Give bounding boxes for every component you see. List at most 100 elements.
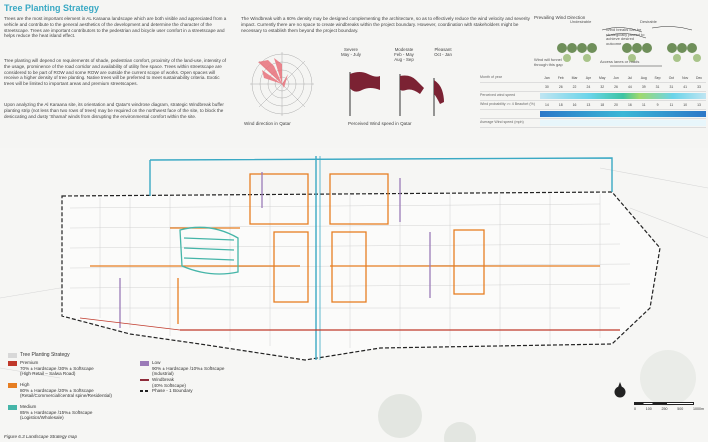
legend-item-windbreak: Windbreak(40% Softscape) (152, 377, 186, 388)
table-row: Average Wind speed (mph) (480, 119, 706, 128)
table-cell: 24 (586, 85, 591, 89)
table-cell (664, 120, 678, 126)
table-row: Perceived wind speed (480, 92, 706, 101)
table-row (480, 110, 706, 119)
page-title: Tree Planting Strategy (4, 3, 100, 13)
table-cell (554, 111, 568, 117)
perceived-wind-caption: Perceived Wind speed in Qatar (348, 121, 412, 126)
table-cell: 13 (586, 103, 591, 107)
table-cell (664, 93, 678, 99)
wind-rose-caption: Wind direction in Qatar (244, 121, 291, 126)
table-cell: May (599, 76, 606, 80)
table-cell (540, 120, 554, 126)
legend-title: Tree Planting Strategy (20, 352, 70, 358)
table-cell (609, 120, 623, 126)
flag-pleasant-icon (433, 78, 444, 116)
intro-paragraph: Trees are the most important element in … (4, 16, 227, 39)
table-cell: 14 (545, 103, 549, 107)
table-cell (623, 120, 637, 126)
legend-swatch-boundary (140, 390, 149, 392)
table-cell: Feb (557, 76, 564, 80)
table-cell: 32 (600, 85, 605, 89)
windbreak-note: Wind breaks can be strategically placed … (606, 27, 645, 46)
table-cell (623, 93, 637, 99)
table-cell (651, 120, 665, 126)
table-cell: 31 (669, 85, 674, 89)
table-cell: 20 (614, 103, 618, 107)
legend-swatch (8, 353, 17, 358)
legend-swatch-low (140, 361, 149, 366)
legend-swatch-medium (8, 405, 17, 410)
table-cell: Jul (627, 76, 633, 80)
table-cell (568, 111, 582, 117)
table-cell: 9 (656, 103, 659, 107)
table-cell: Sep (654, 76, 661, 80)
table-cell: 11 (641, 103, 646, 107)
table-cell: Nov (682, 76, 689, 80)
table-cell (637, 93, 651, 99)
wind-rose-diagram (250, 52, 314, 116)
table-cell: 18 (600, 103, 605, 107)
table-cell (692, 93, 706, 99)
table-cell: 22 (572, 85, 577, 89)
prevailing-wind-title: Prevailing Wind Direction (534, 15, 586, 20)
table-cell (692, 120, 706, 126)
wind-funnel-note: Wind will funnel through this gap (534, 57, 563, 67)
table-cell: 26 (614, 85, 618, 89)
table-cell (581, 111, 595, 117)
table-cell: Jun (613, 76, 619, 80)
legend-swatch-windbreak (140, 379, 149, 381)
table-cell (581, 120, 595, 126)
access-lanes-note: Access lanes or roads (600, 59, 640, 64)
table-cell (568, 120, 582, 126)
table-cell: Mar (571, 76, 578, 80)
table-cell (678, 111, 692, 117)
desirable-label: Desirable (640, 19, 657, 24)
table-cell: Dec (696, 76, 703, 80)
table-cell (609, 111, 623, 117)
table-cell: 18 (558, 103, 563, 107)
windbreak-description: The Windbreak with a 60% density may be … (241, 16, 530, 33)
table-cell: 31 (655, 85, 660, 89)
table-cell (554, 93, 568, 99)
table-cell (664, 111, 678, 117)
table-cell (678, 120, 692, 126)
table-cell: 39 (641, 85, 646, 89)
table-cell (651, 111, 665, 117)
table-cell: Oct (668, 76, 674, 80)
table-cell: 33 (697, 85, 701, 89)
windbreak-paragraph: Upon analyzing the Al Karaana site, its … (4, 102, 224, 119)
north-arrow-icon (614, 382, 626, 398)
table-cell: 16 (627, 103, 632, 107)
flag-severe-icon (349, 72, 380, 116)
table-cell (540, 93, 554, 99)
figure-caption: Figure 6.3 Landscape Strategy map (4, 434, 78, 439)
table-cell: Jan (544, 76, 550, 80)
table-cell: 26 (558, 85, 563, 89)
table-cell: 13 (697, 103, 701, 107)
legend-item-boundary: Phase - 1 Boundary (152, 388, 193, 393)
table-cell: 11 (669, 103, 674, 107)
table-cell (637, 120, 651, 126)
table-cell (540, 111, 554, 117)
table-cell: Apr (585, 76, 592, 80)
table-cell: 30 (545, 85, 549, 89)
legend-swatch-premium (8, 361, 17, 366)
table-cell (623, 111, 637, 117)
table-cell (581, 93, 595, 99)
table-cell (637, 111, 651, 117)
